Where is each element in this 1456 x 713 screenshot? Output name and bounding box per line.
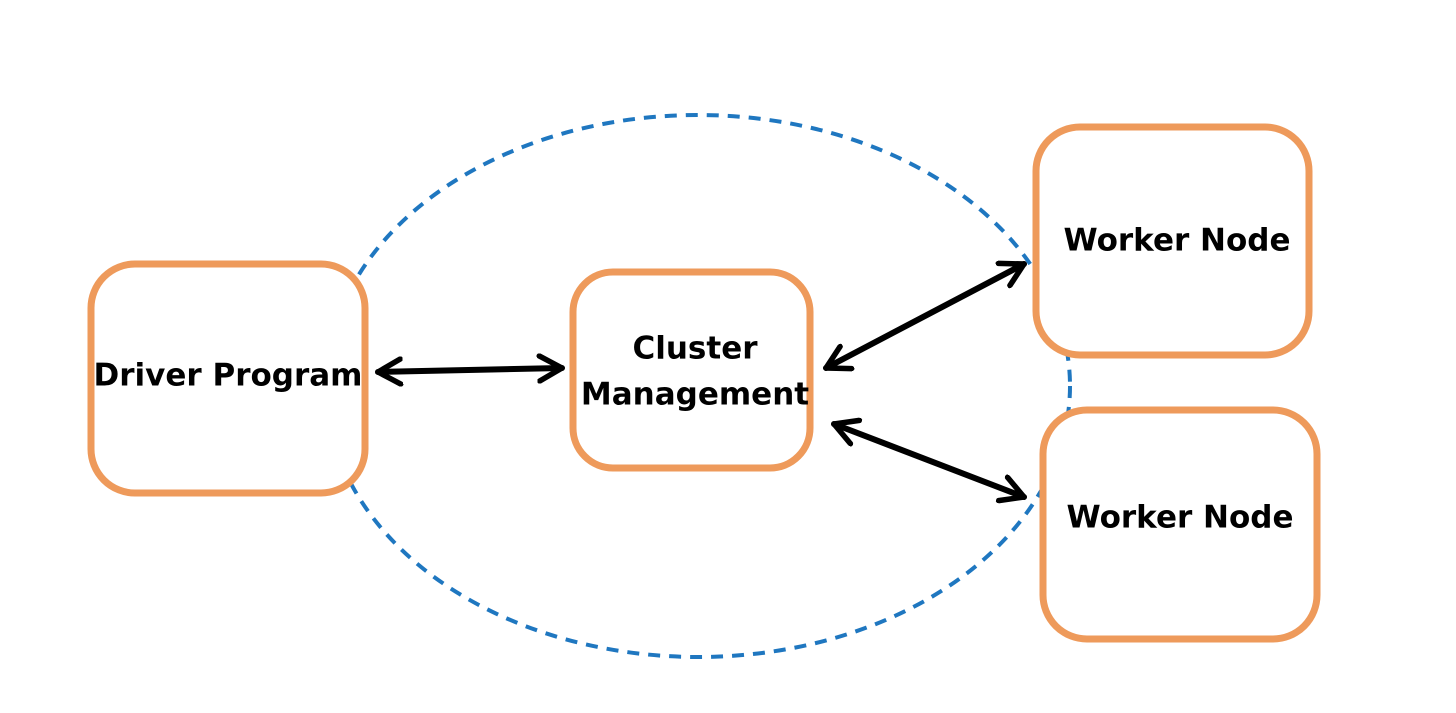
worker-node-bottom: Worker Node: [1039, 406, 1321, 643]
arrow-cluster-worker-bottom: [831, 424, 1027, 497]
arrow-cluster-worker-top: [823, 264, 1027, 368]
cluster-management-label-line2: Management: [581, 377, 809, 413]
worker-node-top-box: [1032, 123, 1313, 359]
worker-node-top-label: Worker Node: [1063, 223, 1290, 259]
worker-node-bottom-box: [1039, 406, 1321, 643]
arrow-driver-cluster: [375, 368, 565, 372]
driver-program-node: Driver Program: [87, 260, 369, 497]
worker-node-top: Worker Node: [1032, 123, 1313, 359]
cluster-management-node: Cluster Management: [569, 268, 814, 472]
worker-node-bottom-label: Worker Node: [1066, 500, 1293, 536]
cluster-management-box: [569, 268, 814, 472]
driver-program-label: Driver Program: [94, 358, 363, 394]
driver-program-box: [87, 260, 369, 497]
cluster-management-label-line1: Cluster: [632, 331, 758, 367]
